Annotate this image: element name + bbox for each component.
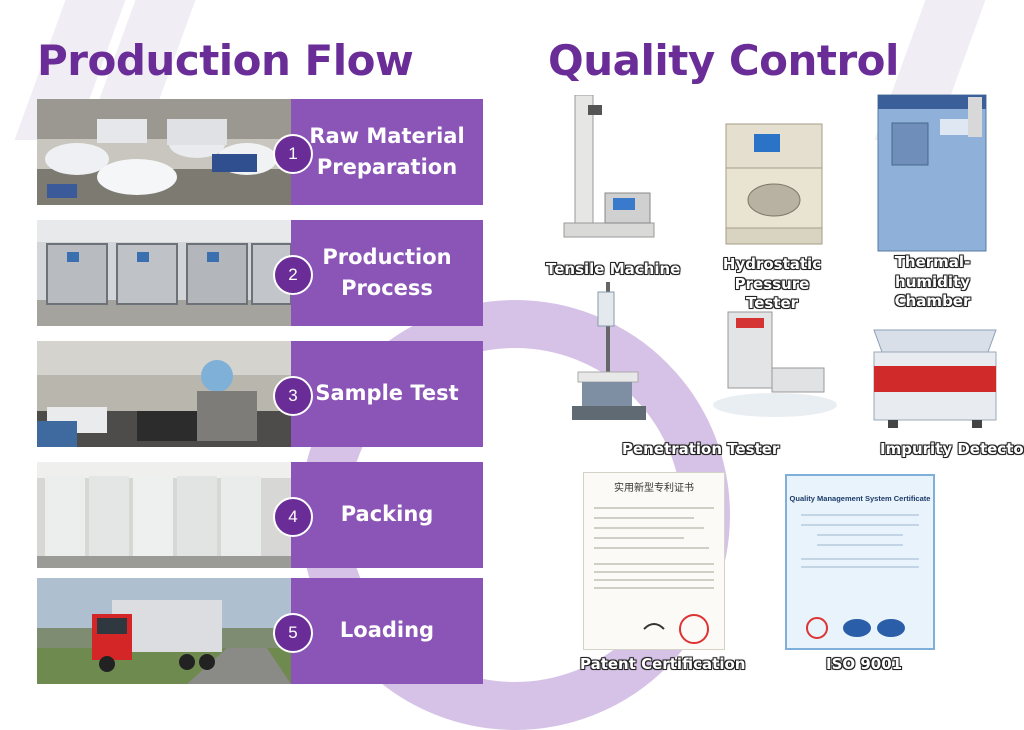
quality-control-title: Quality Control (548, 36, 899, 85)
step-number-badge: 3 (273, 376, 313, 416)
step-number-badge: 4 (273, 497, 313, 537)
packing-photo (37, 462, 291, 568)
equipment-label: Penetration Tester (622, 440, 780, 458)
iso-body-icon (801, 514, 919, 639)
step-number-badge: 1 (273, 134, 313, 174)
penetration-tester-icon (572, 282, 646, 420)
certificate-label: ISO 9001 (826, 655, 903, 673)
iso-certificate: Quality Management System Certificate (785, 474, 935, 650)
penetration-device-icon (713, 311, 837, 417)
hydrostatic-tester-icon (725, 123, 823, 245)
certificate-heading: 实用新型专利证书 (614, 483, 694, 494)
equipment-label: Hydrostatic Pressure Tester (722, 255, 822, 312)
equipment-label: Thermal-humidity Chamber (894, 253, 971, 310)
step-number-badge: 5 (273, 613, 313, 653)
tensile-machine-icon (563, 94, 655, 238)
penetration-tester-device (710, 310, 840, 420)
production-flow-title: Production Flow (37, 36, 414, 85)
step-number-badge: 2 (273, 255, 313, 295)
step-label: Sample Test (291, 341, 483, 447)
production-process-photo (37, 220, 291, 326)
flow-step-1: 1 Raw Material Preparation (37, 99, 483, 205)
thermal-humidity-chamber (876, 93, 988, 253)
patent-certificate: 实用新型专利证书 (583, 472, 725, 650)
step-label: Raw Material Preparation (291, 99, 483, 205)
certificate-body-icon (594, 507, 714, 644)
flow-step-2: 2 Production Process (37, 220, 483, 326)
raw-material-photo (37, 99, 291, 205)
step-label: Production Process (291, 220, 483, 326)
step-label: Packing (291, 462, 483, 568)
step-label: Loading (291, 578, 483, 684)
flow-step-3: 3 Sample Test (37, 341, 483, 447)
thermal-chamber-icon (877, 94, 987, 252)
impurity-detector (868, 326, 1002, 430)
equipment-label: Tensile Machine (546, 260, 681, 278)
equipment-label: Impurity Detector (880, 440, 1024, 458)
hydrostatic-pressure-tester (722, 120, 826, 250)
certificate-label: Patent Certification (580, 655, 746, 673)
impurity-detector-icon (873, 329, 997, 428)
loading-photo (37, 578, 291, 684)
penetration-tester (568, 282, 652, 432)
flow-step-5: 5 Loading (37, 578, 483, 684)
sample-test-photo (37, 341, 291, 447)
tensile-machine (560, 94, 660, 255)
certificate-heading: Quality Management System Certificate (789, 494, 931, 503)
flow-step-4: 4 Packing (37, 462, 483, 568)
